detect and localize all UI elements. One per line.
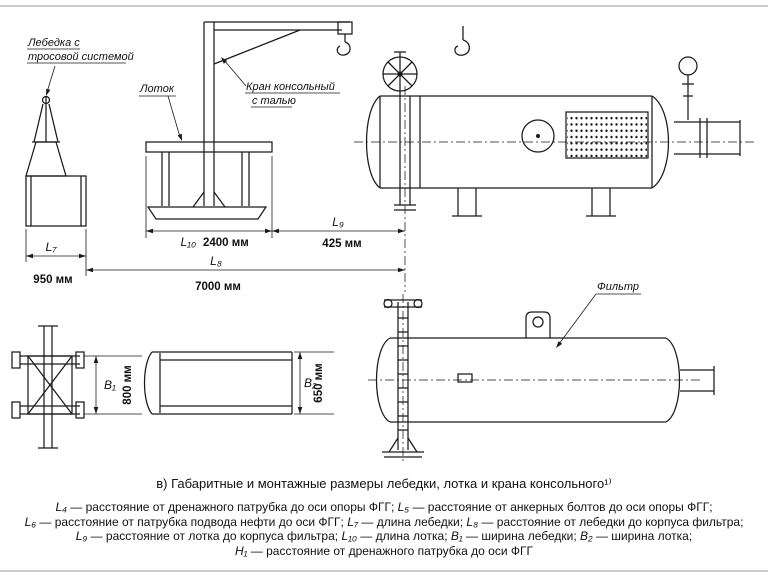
tray-top-view	[143, 351, 293, 415]
pressure-gauge	[678, 56, 698, 120]
legend-term: B₂	[580, 529, 593, 543]
dim-B2-symbol: B₂	[304, 376, 317, 390]
dim-B2: B₂ 650 мм	[294, 351, 334, 415]
tray-front-view	[145, 141, 273, 220]
dim-L9-symbol: L₉	[332, 215, 344, 229]
legend-desc: — расстояние от анкерных болтов до оси о…	[409, 500, 713, 514]
legend-term: L₅	[397, 500, 410, 514]
dim-L10-value: 2400 мм	[203, 237, 249, 249]
dim-L10-symbol: L₁₀	[180, 235, 196, 249]
filter-label-text: Фильтр	[597, 281, 639, 293]
legend-line-3: L₉ — расстояние от лотка до корпуса филь…	[10, 529, 758, 544]
legend-line-2: L₆ — расстояние от патрубка подвода нефт…	[10, 515, 758, 530]
legend-desc: — расстояние от патрубка подвода нефти д…	[36, 514, 348, 529]
legend-term: L₁₀	[341, 529, 357, 543]
crane-hook	[336, 41, 351, 56]
legend-desc: — расстояние от лотка до корпуса фильтра…	[87, 529, 342, 543]
legend-term: L₄	[55, 500, 67, 514]
tray-label-text: Лоток	[139, 83, 175, 95]
dim-B2-value: 650 мм	[313, 363, 325, 402]
legend-desc: — расстояние от дренажного патрубка до о…	[247, 543, 533, 558]
figure-caption: в) Габаритные и монтажные размеры лебедк…	[156, 476, 612, 491]
legend-desc: — длина лебедки;	[358, 514, 467, 529]
legend-line-4: H₁ — расстояние от дренажного патрубка д…	[10, 544, 758, 559]
legend-term: L₉	[75, 529, 88, 543]
perforated-plate-dots	[567, 113, 647, 157]
dim-L10: L₁₀ 2400 мм	[145, 156, 405, 249]
legend-term: L₈	[466, 514, 479, 529]
legend-desc: — расстояние от лебедки до корпуса фильт…	[478, 514, 744, 529]
dim-L7: L₇ 950 мм	[25, 229, 87, 286]
legend-desc: — ширина лотка;	[592, 529, 693, 543]
legend-desc: — расстояние от дренажного патрубка до о…	[66, 500, 398, 514]
dim-B1-symbol: B₁	[104, 378, 116, 392]
hoist-hook	[454, 26, 470, 56]
dim-L9-value: 425 мм	[322, 238, 361, 250]
figure-legend: L₄ — расстояние от дренажного патрубка д…	[10, 500, 758, 558]
legend-term: H₁	[235, 543, 248, 558]
crane-label-line1: Кран консольный	[246, 81, 335, 93]
legend-term: L₇	[347, 514, 359, 529]
perforated-plate	[565, 111, 649, 159]
filter-front-view	[354, 26, 754, 217]
dim-L7-value: 950 мм	[33, 274, 72, 286]
dim-L9: L₉ 425 мм	[272, 215, 405, 250]
dim-L7-symbol: L₇	[46, 240, 58, 254]
crane-label: Кран консольный с талью	[221, 57, 340, 108]
winch-label: Лебедка с тросовой системой	[27, 37, 134, 96]
filter-label: Фильтр	[556, 281, 641, 348]
legend-term: B₁	[450, 529, 463, 543]
dim-L8-symbol: L₈	[210, 254, 222, 268]
hoist-side-view	[382, 294, 424, 462]
legend-desc: — длина лотка;	[356, 529, 451, 543]
legend-desc: — ширина лебедки;	[462, 529, 581, 543]
crane-column	[203, 21, 353, 206]
dim-B1: B₁ 800 мм	[84, 355, 142, 415]
leader-arrow	[556, 341, 563, 348]
leader-arrow	[46, 88, 51, 96]
winch-top-view	[11, 325, 85, 449]
winch-front-view	[25, 95, 87, 227]
winch-label-line2: тросовой системой	[28, 51, 134, 63]
dim-L8-value: 7000 мм	[195, 281, 241, 293]
tray-label: Лоток	[139, 83, 182, 141]
winch-label-line1: Лебедка с	[27, 37, 80, 49]
leader-arrow	[221, 57, 228, 64]
filter-side-view	[368, 294, 715, 462]
legend-term: L₆	[24, 514, 37, 529]
crane-label-line2: с талью	[252, 95, 296, 107]
legend-line-1: L₄ — расстояние от дренажного патрубка д…	[10, 500, 758, 515]
handwheel-valve	[382, 51, 418, 96]
dim-L8: L₈ 7000 мм	[86, 86, 406, 293]
dim-B1-value: 800 мм	[122, 365, 134, 404]
leader-arrow	[177, 133, 182, 141]
